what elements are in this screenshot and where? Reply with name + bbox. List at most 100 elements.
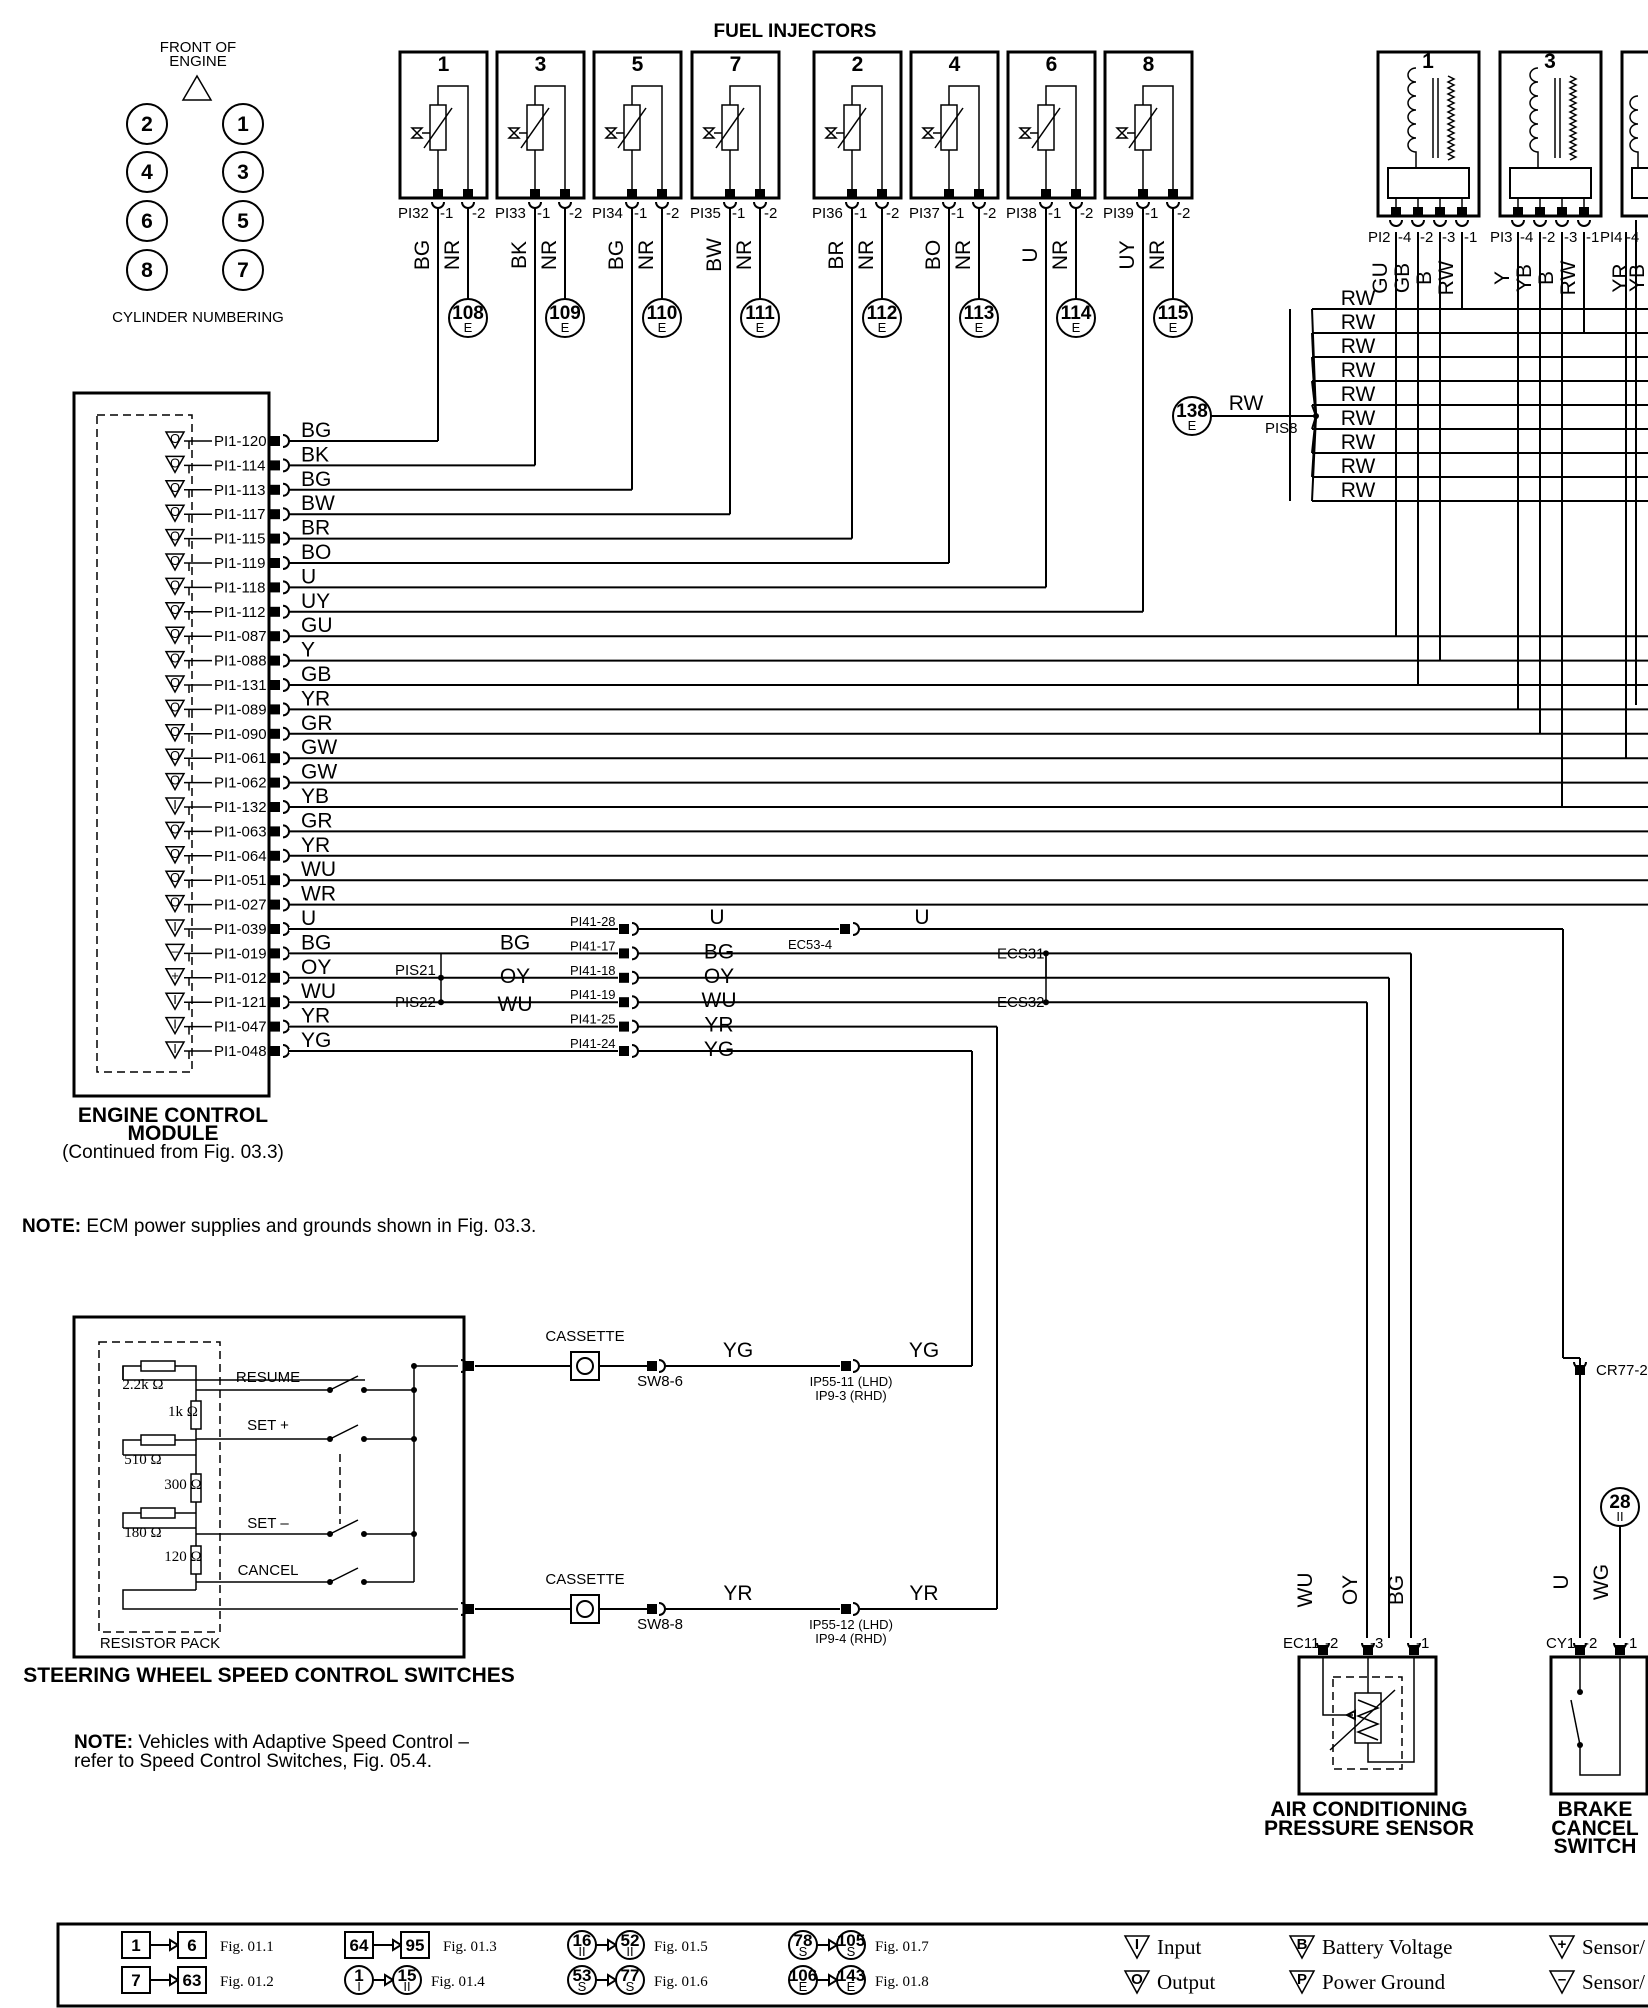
legend-fig: Fig. 01.2 — [220, 1974, 274, 1990]
acps-sensor-zigzag-icon — [1355, 1699, 1381, 1741]
pi41-socket — [631, 922, 639, 936]
ecm-pin-label: PI1-063 — [214, 823, 267, 840]
ecm-pin-socket — [282, 604, 290, 619]
coil-wire-color: B — [1535, 271, 1558, 285]
air-conditioning-pressure-sensor: AIR CONDITIONING PRESSURE SENSOR -2WU-3O… — [1264, 1573, 1474, 1841]
injector-pin-label-2: -2 — [472, 205, 485, 222]
acps-wire-color: BG — [1385, 1575, 1408, 1605]
injector-ref-num: 108 — [452, 303, 484, 324]
injector-return-wire-color: NR — [1049, 240, 1072, 270]
legend-symbol-label: Input — [1157, 1935, 1201, 1959]
mid-bg-right: BG — [704, 940, 734, 963]
cassette-icon — [570, 1351, 600, 1381]
injector-number: 6 — [1046, 53, 1058, 76]
ecm-pin-type-icon — [164, 919, 186, 938]
injector-ref-circle — [1056, 298, 1096, 338]
ecm-wire-color: BG — [301, 931, 331, 954]
switch-blade-icon — [329, 1567, 359, 1583]
ecm-pin-socket — [282, 946, 290, 961]
injector-return-wire-color: NR — [733, 240, 756, 270]
front-of-engine-label-1: FRONT OF — [160, 39, 236, 56]
acps-title-2: PRESSURE SENSOR — [1264, 1817, 1474, 1840]
coil-primary-winding-icon — [1529, 67, 1539, 168]
coil-pin — [1391, 207, 1401, 217]
injector-valve-icon — [410, 127, 424, 139]
coil-wire-color: B — [1413, 271, 1436, 285]
injector-pin-2 — [463, 189, 473, 199]
ecm-pin-type-glyph: O — [170, 748, 180, 763]
injector-valve-icon — [604, 127, 618, 139]
ecm-pin-label: PI1-113 — [214, 482, 265, 499]
injector-return-wire-color: NR — [1146, 240, 1169, 270]
ecm-pin-type-icon — [164, 699, 186, 718]
cylinder-circle — [222, 249, 264, 291]
injector-return-wire-color: NR — [538, 240, 561, 270]
switch-label: RESUME — [236, 1369, 300, 1386]
ecm-wire-color: WU — [301, 858, 336, 881]
cylinder-number: 6 — [141, 210, 153, 233]
ecm-wire-color: YR — [301, 687, 330, 710]
injector-ref-num: 114 — [1061, 303, 1092, 324]
splice-branch-color: RW — [1341, 311, 1376, 334]
injector-wire-color: UY — [1116, 240, 1139, 269]
legend-symbol-glyph: B — [1297, 1936, 1308, 1953]
ecm-pin-type-glyph: O — [170, 504, 180, 519]
ecm-pin-type-icon — [164, 650, 186, 670]
injector-ref-circle — [1153, 298, 1193, 338]
legend-square-b-text: 63 — [183, 1971, 202, 1990]
legend-square-b-text: 6 — [187, 1936, 196, 1955]
injector-coil-slash-icon — [1031, 107, 1061, 149]
switch-common-dot — [411, 1387, 417, 1393]
ecm-pin-type-glyph: O — [170, 699, 180, 714]
resistor-icon — [140, 1507, 176, 1519]
ecm-wire-color: BR — [301, 517, 330, 540]
ecm-pin-terminal — [270, 436, 280, 446]
injector-internal-wire — [534, 85, 566, 190]
injector-pin-2 — [657, 189, 667, 199]
ip-socket — [852, 1359, 860, 1373]
ecm-pin-label: PI1-051 — [214, 872, 267, 889]
splice-branch-wire — [1311, 415, 1317, 502]
mid-yr-right: YR — [704, 1014, 733, 1037]
ecm-pin-terminal — [270, 606, 280, 617]
coil-pin — [1579, 207, 1589, 217]
coil-wire-color: RW — [1435, 261, 1458, 296]
swsc-box — [72, 1315, 466, 1659]
bcs-pin-label: -2 — [1584, 1635, 1597, 1652]
injector-internal-wire — [1045, 85, 1077, 190]
injector-coil-slash-icon — [520, 107, 550, 149]
coil-primary-winding-icon — [1407, 67, 1417, 168]
legend-circle-b-text: 143 — [837, 1966, 865, 1985]
legend-arrow-icon — [828, 1938, 839, 1952]
legend-arrow-icon — [828, 1973, 839, 1987]
cassette-label: CASSETTE — [545, 1571, 624, 1588]
ladder-wire — [122, 1440, 197, 1590]
ecm-pin-socket — [282, 507, 290, 522]
ecm-pin-type-glyph: O — [170, 724, 180, 739]
injector-ref-sub: E — [464, 320, 473, 335]
swsc-wire-color: YG — [723, 1339, 753, 1362]
injector-ref-circle — [448, 298, 488, 338]
splice-branch-color: RW — [1341, 359, 1376, 382]
ecm-pin-type-icon — [164, 724, 186, 743]
legend-fig: Fig. 01.6 — [654, 1974, 708, 1990]
legend-symbol-glyph: – — [1558, 1971, 1566, 1988]
ecm-pin-type-icon — [164, 1016, 186, 1036]
injector-box — [812, 50, 903, 200]
legend-symbol-label: Output — [1157, 1970, 1216, 1994]
coil-pin — [1535, 207, 1545, 217]
injector-connector-label: PI32 — [398, 205, 429, 222]
coil-pin — [1557, 207, 1567, 217]
ec53-label: EC53-4 — [788, 937, 832, 952]
resistor-pack-label: RESISTOR PACK — [100, 1635, 220, 1652]
injector-coil-slash-icon — [617, 107, 647, 149]
coil-connector-label: PI2 — [1368, 229, 1391, 246]
ecm-pin-type-glyph: O — [170, 455, 180, 470]
ecm-pin-type-icon — [164, 992, 186, 1011]
ecm-pin-type-glyph: O — [170, 846, 180, 861]
coil-pin-label: -1 — [1586, 229, 1599, 246]
coil-connector-label: PI3 — [1490, 229, 1513, 246]
splice-point — [1313, 413, 1319, 419]
legend-circle-b-text: 105 — [837, 1931, 865, 1950]
ecm-pin-label: PI1-114 — [214, 457, 265, 474]
